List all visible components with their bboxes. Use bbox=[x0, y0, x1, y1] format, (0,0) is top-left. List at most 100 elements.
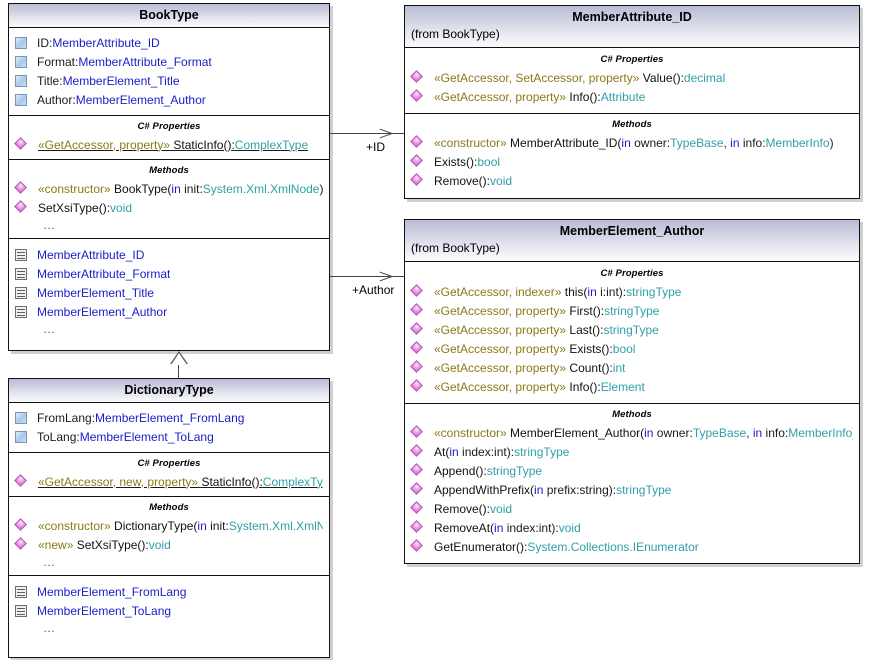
property-row[interactable]: «GetAccessor, property» First():stringTy… bbox=[405, 301, 859, 320]
param-type: TypeBase bbox=[670, 135, 724, 150]
inner-class-row[interactable]: MemberElement_Title bbox=[9, 283, 329, 302]
attribute-row[interactable]: Format:MemberAttribute_Format bbox=[9, 52, 329, 71]
property-row[interactable]: «GetAccessor, SetAccessor, property» Val… bbox=[405, 68, 859, 87]
stereotype: «GetAccessor, property» bbox=[434, 341, 567, 356]
property-row[interactable]: «GetAccessor, property» Exists():bool bbox=[405, 339, 859, 358]
class-namespace-memberattribute-id: (from BookType) bbox=[411, 27, 500, 41]
inner-class-name: MemberAttribute_Format bbox=[37, 266, 171, 281]
method-row[interactable]: RemoveAt(in index:int):void bbox=[405, 518, 859, 537]
inner-class-icon bbox=[15, 604, 27, 617]
param-direction: in bbox=[621, 135, 631, 150]
method-row[interactable]: «constructor» DictionaryType(in init:Sys… bbox=[9, 516, 329, 535]
more-items-indicator[interactable]: … bbox=[43, 218, 56, 232]
section-label-properties: C# Properties bbox=[600, 54, 664, 65]
method-row[interactable]: «new» SetXsiType():void bbox=[9, 535, 329, 554]
method-row[interactable]: Remove():void bbox=[405, 499, 859, 518]
attributes-compartment-booktype: ID:MemberAttribute_ID Format:MemberAttri… bbox=[9, 28, 329, 115]
inner-class-row[interactable]: MemberElement_FromLang bbox=[9, 582, 329, 601]
member-name: Last(): bbox=[569, 322, 604, 337]
method-row[interactable]: SetXsiType():void bbox=[9, 198, 329, 217]
class-header-memberelement-author: MemberElement_Author (from BookType) bbox=[405, 220, 859, 262]
param-name: owner: bbox=[653, 425, 693, 440]
class-box-booktype[interactable]: BookType ID:MemberAttribute_ID Format:Me… bbox=[8, 3, 330, 351]
inner-class-row[interactable]: MemberElement_ToLang bbox=[9, 601, 329, 620]
member-type: Attribute bbox=[600, 89, 646, 104]
param-direction: in bbox=[534, 482, 544, 497]
methods-compartment-memberattribute-id: Methods «constructor» MemberAttribute_ID… bbox=[405, 113, 859, 196]
property-row[interactable]: «GetAccessor, property» Info():Attribute bbox=[405, 87, 859, 106]
member-name: Remove(): bbox=[434, 501, 491, 516]
connector-association-id-line[interactable] bbox=[330, 133, 404, 134]
member-name: Remove(): bbox=[434, 173, 491, 188]
param-direction: in bbox=[171, 181, 181, 196]
attribute-name: ID: bbox=[37, 35, 53, 50]
inner-class-row[interactable]: MemberAttribute_Format bbox=[9, 264, 329, 283]
more-items-indicator[interactable]: … bbox=[43, 555, 56, 569]
member-type: int bbox=[612, 360, 626, 375]
property-row[interactable]: «GetAccessor, property» Count():int bbox=[405, 358, 859, 377]
inner-class-name: MemberElement_Title bbox=[37, 285, 154, 300]
attribute-row[interactable]: FromLang:MemberElement_FromLang bbox=[9, 408, 329, 427]
method-row[interactable]: AppendWithPrefix(in prefix:string):strin… bbox=[405, 480, 859, 499]
operation-icon bbox=[411, 540, 424, 553]
stereotype: «constructor» bbox=[38, 518, 111, 533]
connector-label-id: +ID bbox=[366, 140, 386, 154]
attribute-row[interactable]: Author:MemberElement_Author bbox=[9, 90, 329, 109]
methods-compartment-dictionarytype: Methods «constructor» DictionaryType(in … bbox=[9, 496, 329, 575]
method-row[interactable]: GetEnumerator():System.Collections.IEnum… bbox=[405, 537, 859, 556]
property-row[interactable]: «GetAccessor, property» StaticInfo():Com… bbox=[9, 135, 329, 154]
property-row[interactable]: «GetAccessor, indexer» this(in i:int):st… bbox=[405, 282, 859, 301]
method-row[interactable]: At(in index:int):stringType bbox=[405, 442, 859, 461]
inner-class-icon bbox=[15, 305, 27, 318]
member-name: Exists(): bbox=[434, 154, 478, 169]
member-type: void bbox=[148, 537, 171, 552]
param-direction: in bbox=[494, 520, 504, 535]
attribute-icon bbox=[15, 430, 27, 443]
class-box-memberelement-author[interactable]: MemberElement_Author (from BookType) C# … bbox=[404, 219, 860, 564]
class-header-dictionarytype: DictionaryType bbox=[9, 379, 329, 403]
inner-class-row[interactable]: MemberAttribute_ID bbox=[9, 245, 329, 264]
member-name: Info(): bbox=[569, 379, 601, 394]
connector-association-author-line[interactable] bbox=[330, 276, 404, 277]
connector-generalization-line[interactable] bbox=[178, 364, 179, 379]
class-box-dictionarytype[interactable]: DictionaryType FromLang:MemberElement_Fr… bbox=[8, 378, 330, 658]
member-name: Info(): bbox=[569, 89, 601, 104]
property-row[interactable]: «GetAccessor, property» Info():Element bbox=[405, 377, 859, 396]
attribute-name: Author: bbox=[37, 92, 76, 107]
attribute-row[interactable]: ID:MemberAttribute_ID bbox=[9, 33, 329, 52]
param-name: init: bbox=[206, 518, 229, 533]
method-row[interactable]: «constructor» MemberAttribute_ID(in owne… bbox=[405, 133, 859, 152]
class-box-memberattribute-id[interactable]: MemberAttribute_ID (from BookType) C# Pr… bbox=[404, 5, 860, 199]
property-row[interactable]: «GetAccessor, new, property» StaticInfo(… bbox=[9, 472, 329, 491]
attribute-name: Title: bbox=[37, 73, 63, 88]
attribute-icon bbox=[15, 93, 27, 106]
stereotype: «GetAccessor, new, property» bbox=[38, 474, 199, 489]
connector-generalization-triangle bbox=[171, 353, 187, 365]
more-items-indicator[interactable]: … bbox=[43, 621, 56, 635]
class-namespace-memberelement-author: (from BookType) bbox=[411, 241, 500, 255]
operation-icon bbox=[411, 323, 424, 336]
attribute-row[interactable]: ToLang:MemberElement_ToLang bbox=[9, 427, 329, 446]
stereotype: «GetAccessor, property» bbox=[434, 322, 567, 337]
section-label-methods: Methods bbox=[612, 409, 652, 420]
param-type: System.Xml.XmlNode bbox=[228, 518, 323, 533]
property-row[interactable]: «GetAccessor, property» Last():stringTyp… bbox=[405, 320, 859, 339]
method-row[interactable]: Append():stringType bbox=[405, 461, 859, 480]
member-type: void bbox=[490, 173, 513, 188]
method-row[interactable]: Exists():bool bbox=[405, 152, 859, 171]
attribute-row[interactable]: Title:MemberElement_Title bbox=[9, 71, 329, 90]
attribute-type: MemberElement_FromLang bbox=[95, 410, 245, 425]
member-name: BookType( bbox=[114, 181, 172, 196]
attribute-icon bbox=[15, 36, 27, 49]
inner-class-row[interactable]: MemberElement_Author bbox=[9, 302, 329, 321]
inner-class-name: MemberAttribute_ID bbox=[37, 247, 145, 262]
member-type: stringType bbox=[603, 322, 659, 337]
more-items-indicator[interactable]: … bbox=[43, 322, 56, 336]
method-row[interactable]: Remove():void bbox=[405, 171, 859, 190]
stereotype: «GetAccessor, indexer» bbox=[434, 284, 562, 299]
method-row[interactable]: «constructor» MemberElement_Author(in ow… bbox=[405, 423, 859, 442]
param-name: i:int bbox=[596, 284, 619, 299]
method-row[interactable]: «constructor» BookType(in init:System.Xm… bbox=[9, 179, 329, 198]
attribute-type: MemberAttribute_ID bbox=[52, 35, 160, 50]
member-name: Append(): bbox=[434, 463, 487, 478]
